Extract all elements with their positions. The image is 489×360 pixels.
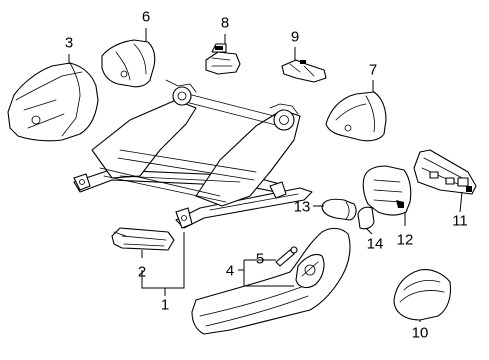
callout-2: 2 bbox=[138, 264, 146, 281]
callout-5: 5 bbox=[256, 251, 264, 268]
part-5-screw bbox=[275, 246, 298, 267]
callout-12: 12 bbox=[397, 232, 414, 249]
part-3-outer-side-shield bbox=[7, 62, 99, 142]
part-8-bracket bbox=[205, 43, 241, 75]
callout-3: 3 bbox=[65, 35, 73, 52]
callout-6: 6 bbox=[142, 9, 150, 26]
callout-1: 1 bbox=[161, 297, 169, 314]
callout-9: 9 bbox=[291, 29, 299, 46]
part-10-knob-cover bbox=[393, 269, 452, 321]
callout-8: 8 bbox=[221, 15, 229, 32]
callout-labels: 1 2 3 4 5 6 7 8 9 10 11 12 13 14 bbox=[65, 9, 468, 342]
callout-13: 13 bbox=[294, 199, 311, 216]
callout-7: 7 bbox=[369, 62, 377, 79]
part-11-power-switch bbox=[413, 149, 477, 195]
part-6-recliner-cover bbox=[101, 39, 156, 88]
callout-11: 11 bbox=[452, 213, 468, 230]
part-12-switch-bezel bbox=[362, 165, 412, 216]
part-9-clip bbox=[281, 59, 327, 83]
part-2-handle bbox=[111, 227, 175, 251]
callout-10: 10 bbox=[412, 325, 429, 342]
seat-frame-adjuster bbox=[73, 79, 313, 229]
callout-14: 14 bbox=[367, 236, 384, 253]
part-13-knob bbox=[321, 198, 357, 221]
part-7-inner-side-cover bbox=[325, 91, 387, 142]
callout-4: 4 bbox=[226, 263, 234, 280]
part-14-cap bbox=[357, 206, 375, 230]
leader-lines bbox=[68, 28, 463, 322]
part-4-side-trim bbox=[191, 227, 351, 335]
